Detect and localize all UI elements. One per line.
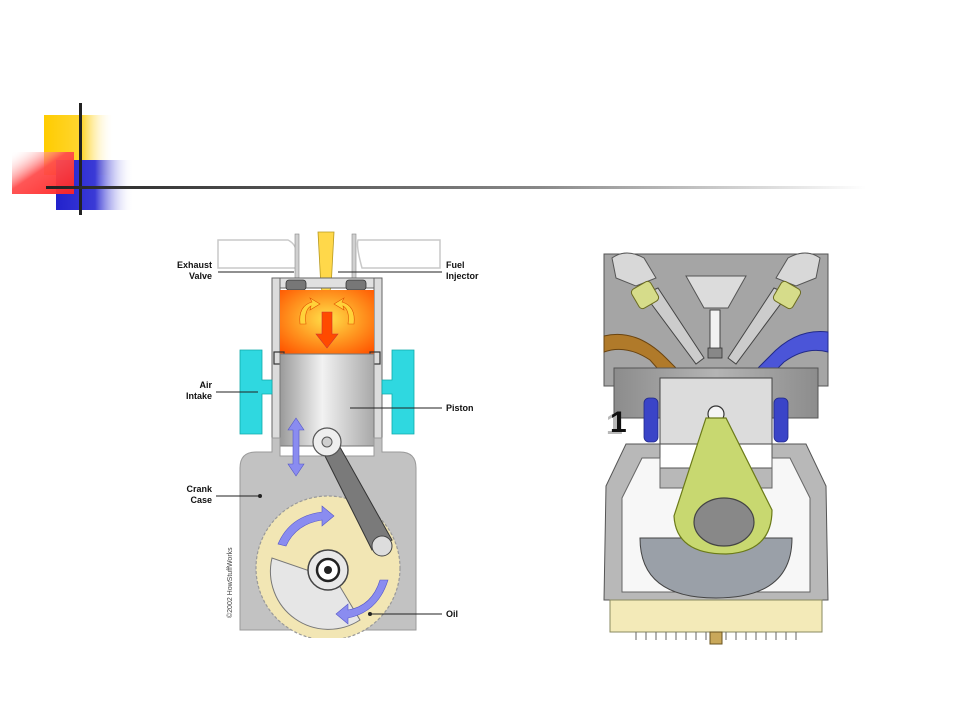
- four-stroke-engine-frame: 1 1: [603, 252, 829, 645]
- title-decoration: [12, 103, 866, 215]
- cylinder-wall-left: [271, 277, 281, 439]
- wrist-pin-center: [321, 436, 333, 448]
- spark-plug-well: [685, 275, 747, 309]
- exhaust-valve-spring: [772, 280, 802, 310]
- cylinder-wall-right: [373, 277, 383, 439]
- copyright-credit: ©2002 HowStuffWorks: [226, 547, 234, 618]
- crank-pin: [371, 535, 393, 557]
- label-exhaust-valve-line2: Valve: [189, 271, 212, 281]
- exhaust-valve-head: [285, 279, 307, 291]
- label-air-intake-line1: Air: [199, 380, 212, 390]
- crank-counterweight: [269, 557, 361, 630]
- intake-valve-spring: [630, 280, 660, 310]
- label-exhaust-valve-line1: Exhaust: [177, 260, 212, 270]
- crankshaft-dot: [324, 566, 332, 574]
- piston-motion-arrow: [287, 417, 305, 477]
- frame-number-shadow: 1: [606, 408, 623, 441]
- label-fuel-injector-line2: Injector: [446, 271, 479, 281]
- oil-sump: [609, 599, 823, 633]
- exhaust-valve-stem: [294, 233, 300, 283]
- oil-leader-dot: [368, 612, 372, 616]
- crank-rotation-arrow-top: [277, 505, 335, 547]
- label-crank-case-line1: Crank: [186, 484, 213, 494]
- air-intake-port-right: [381, 349, 415, 435]
- crank-rotation-arrow-bottom: [335, 579, 389, 625]
- label-fuel-injector-line1: Fuel: [446, 260, 465, 270]
- expansion-arrow-down: [315, 311, 339, 349]
- expansion-arrow-left: [299, 297, 321, 325]
- intake-pipe-outline: [356, 239, 441, 269]
- accent-vertical-rule: [79, 103, 82, 215]
- coolant-jacket-left: [643, 397, 659, 443]
- frame-number: 1: [610, 406, 627, 439]
- label-air-intake-line2: Intake: [186, 391, 212, 401]
- exhaust-pipe-outline: [217, 239, 300, 269]
- label-piston: Piston: [446, 403, 474, 413]
- accent-horizontal-rule: [46, 186, 866, 189]
- engine-cutaway-diagram: ©2002 HowStuffWorks Exhaust Valve Fuel I…: [177, 231, 479, 638]
- intake-valve-stem: [351, 233, 357, 283]
- intake-valve-head: [345, 279, 367, 291]
- crank-counterweight: [639, 537, 793, 599]
- coolant-jacket-right: [773, 397, 789, 443]
- spark-plug-tip: [707, 347, 723, 359]
- expansion-arrow-right: [333, 297, 355, 325]
- crank-journal: [693, 497, 755, 547]
- label-crank-case-line2: Case: [190, 495, 212, 505]
- label-oil: Oil: [446, 609, 458, 619]
- drain-plug: [709, 631, 723, 645]
- crank-case-leader-dot: [258, 494, 262, 498]
- sump-fins: [635, 632, 797, 640]
